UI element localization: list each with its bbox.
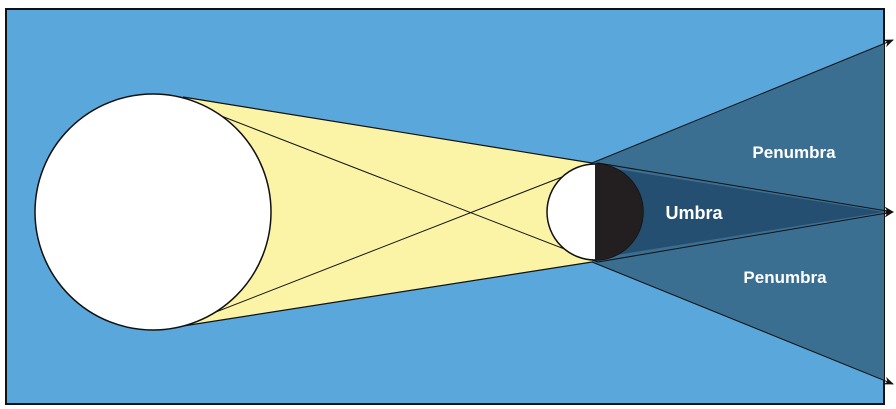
penumbra-label-top: Penumbra [752,143,836,162]
penumbra-label-bottom: Penumbra [743,268,827,287]
umbra-label: Umbra [665,203,723,223]
sun [35,94,271,330]
